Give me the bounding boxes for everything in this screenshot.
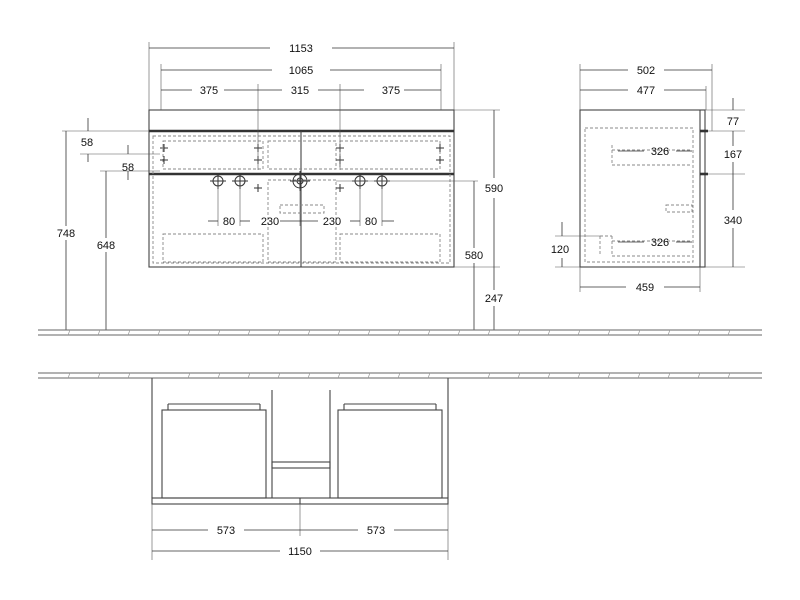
label-573-left: 573: [217, 525, 235, 537]
label-590: 590: [485, 183, 503, 195]
side-lower-step: [599, 235, 612, 256]
dim-side-120: 120: [551, 222, 600, 268]
label-58-top: 58: [81, 137, 93, 149]
label-230-left: 230: [261, 216, 279, 228]
dim-front-width-total: 1153: [148, 42, 455, 110]
side-upper-drawer: [611, 145, 692, 166]
side-shelf: [665, 204, 693, 213]
dim-side-326-bottom: 326: [618, 237, 692, 249]
label-1065: 1065: [289, 65, 313, 77]
dim-side-326-top: 326: [618, 146, 692, 158]
label-58-second: 58: [122, 162, 134, 174]
label-502: 502: [637, 65, 655, 77]
label-247: 247: [485, 293, 503, 305]
label-315: 315: [291, 85, 309, 97]
top-view: 573 573 1150: [151, 378, 449, 560]
label-573-right: 573: [367, 525, 385, 537]
side-lower-drawer: [611, 236, 692, 257]
wall-line: [38, 372, 762, 379]
dim-front-segments: 375 315 375: [161, 84, 441, 170]
label-80-right: 80: [365, 216, 377, 228]
dim-front-width-inner: 1065: [160, 64, 442, 110]
side-inner-frame: [584, 127, 694, 263]
label-1153: 1153: [289, 43, 313, 55]
dim-front-58: 58 58: [62, 118, 160, 180]
dim-side-459: 459: [579, 267, 701, 294]
label-375-right: 375: [382, 85, 400, 97]
lower-drawer-left: [162, 233, 264, 263]
label-340: 340: [724, 215, 742, 227]
cabinet-side-outline: [579, 109, 706, 268]
upper-drawer-left: [162, 140, 264, 170]
label-120: 120: [551, 244, 569, 256]
top-view-centre-shelf: [271, 461, 331, 469]
label-167: 167: [724, 149, 742, 161]
top-view-drawer-right: [337, 409, 443, 499]
label-230-right: 230: [323, 216, 341, 228]
side-view: 502 477 326 326 459: [551, 64, 745, 294]
front-view: 1153 1065 375 315 375: [54, 42, 503, 330]
dim-front-right-heights: 590 580 247: [336, 109, 503, 330]
dim-side-477: 477: [580, 85, 707, 110]
dim-top-1150: 1150: [152, 546, 448, 558]
dim-front-siphon: 80 230 230 80: [208, 186, 394, 228]
top-view-drawer-left: [161, 409, 267, 499]
label-77: 77: [727, 116, 739, 128]
label-1150: 1150: [288, 546, 312, 558]
label-748: 748: [57, 228, 75, 240]
dim-front-648: 648: [94, 171, 118, 330]
label-580: 580: [465, 250, 483, 262]
dim-side-502: 502: [579, 64, 713, 131]
label-326-top: 326: [651, 146, 669, 158]
label-80-left: 80: [223, 216, 235, 228]
label-326-bottom: 326: [651, 237, 669, 249]
upper-centre-compartment: [267, 140, 337, 170]
label-459: 459: [636, 282, 654, 294]
lower-drawer-right: [339, 233, 441, 263]
dim-side-heights: 77 167 340: [705, 98, 745, 268]
upper-drawer-right: [339, 140, 441, 170]
label-648: 648: [97, 240, 115, 252]
centre-shelf: [279, 204, 325, 214]
label-477: 477: [637, 85, 655, 97]
floor-line: [38, 329, 762, 336]
label-375-left: 375: [200, 85, 218, 97]
inner-frame: [152, 135, 451, 264]
edge-markers: [160, 144, 444, 192]
dim-top-573: 573 573: [151, 504, 449, 560]
dim-front-748: 748: [54, 131, 78, 330]
